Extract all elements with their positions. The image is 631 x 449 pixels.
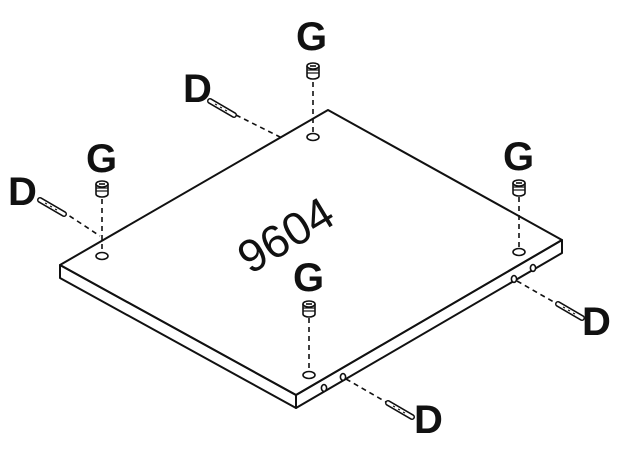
cam-hole-right — [512, 247, 526, 257]
panel-front-edge — [59, 264, 297, 409]
panel-part-number: 9604 — [228, 186, 343, 283]
label-dowel-top: D — [183, 67, 212, 111]
label-cam-lock-top: G — [296, 15, 327, 59]
panel-board — [59, 109, 563, 409]
cam-hole-left — [95, 251, 109, 261]
dowel-hole-right-a — [510, 274, 518, 284]
cam-lock-icon — [95, 180, 109, 198]
panel-top-face — [59, 109, 563, 396]
guide-dowel-front — [345, 378, 394, 407]
label-cam-lock-right: G — [503, 135, 534, 179]
dowel-icon — [558, 304, 582, 318]
guide-dowel-back — [235, 114, 283, 139]
label-dowel-left: D — [8, 170, 37, 214]
dowel-hole-front-a — [320, 383, 328, 393]
dowel-hole-group — [320, 263, 537, 393]
dowel-icon — [210, 101, 234, 115]
cam-lock-icon — [306, 62, 320, 80]
label-cam-lock-left: G — [86, 137, 117, 181]
dowel-icon — [388, 403, 412, 417]
cam-hole-back — [306, 132, 320, 142]
cam-lock-icon — [302, 300, 316, 318]
label-cam-lock-front: G — [293, 256, 324, 300]
guide-dowel-left — [61, 210, 101, 237]
label-dowel-right: D — [582, 300, 611, 344]
dowel-hole-front-b — [339, 372, 347, 382]
cam-hole-front — [302, 370, 316, 380]
part-labels: G G G G D D D D — [8, 15, 611, 442]
dowel-hole-right-b — [529, 263, 537, 273]
panel-right-edge — [295, 239, 563, 409]
cam-lock-icon — [512, 179, 526, 197]
label-dowel-front: D — [414, 398, 443, 442]
cam-hole-group — [95, 132, 526, 380]
dowel-icon — [40, 200, 64, 214]
